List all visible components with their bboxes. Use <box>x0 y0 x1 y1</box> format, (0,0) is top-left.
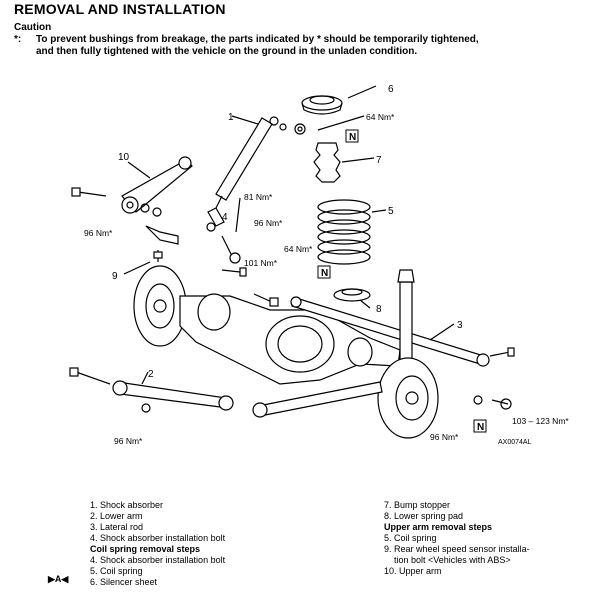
step-item: 1. Shock absorber <box>90 500 164 510</box>
step-item: 3. Lateral rod <box>90 522 144 532</box>
callout-3: 3 <box>457 320 463 331</box>
steps-section-header: Upper arm removal steps <box>384 522 493 532</box>
callout-7: 7 <box>376 155 382 166</box>
step-item: 4. Shock absorber installation bolt <box>90 533 226 543</box>
callout-9: 9 <box>112 271 118 282</box>
callout-10: 10 <box>118 152 130 163</box>
step-item: tion bolt <Vehicles with ABS> <box>384 555 511 565</box>
torque-label: 101 Nm* <box>244 258 278 268</box>
caution-text-line-1: To prevent bushings from breakage, the p… <box>36 34 479 45</box>
n-mark-3: N <box>477 422 484 433</box>
suspension-diagram: N N N 1 2 3 4 5 6 7 8 9 10 64 Nm* 81 Nm*… <box>69 84 569 446</box>
caution-label: Caution <box>14 22 52 33</box>
callout-5: 5 <box>388 206 394 217</box>
step-item: 8. Lower spring pad <box>384 511 464 521</box>
step-item: 5. Coil spring <box>384 533 437 543</box>
steps-left-column: 1. Shock absorber 2. Lower arm 3. Latera… <box>90 500 225 588</box>
step-item: 7. Bump stopper <box>384 500 451 510</box>
page-title: REMOVAL AND INSTALLATION <box>14 1 226 17</box>
caution-text-line-2: and then fully tightened with the vehicl… <box>36 46 418 57</box>
step-item: 10. Upper arm <box>384 566 442 576</box>
step-item: 6. Silencer sheet <box>90 577 158 587</box>
torque-label: 64 Nm* <box>366 112 395 122</box>
callout-2: 2 <box>148 369 154 380</box>
caution-marker: *: <box>14 34 22 45</box>
torque-label: 103 – 123 Nm* <box>512 416 569 426</box>
step-item: 2. Lower arm <box>90 511 143 521</box>
torque-label: 81 Nm* <box>244 192 273 202</box>
steps-section-header: Coil spring removal steps <box>90 544 201 554</box>
callout-1: 1 <box>228 112 234 123</box>
callout-4: 4 <box>222 212 228 223</box>
torque-label: 96 Nm* <box>254 218 283 228</box>
torque-label: 96 Nm* <box>430 432 459 442</box>
torque-label: 96 Nm* <box>114 436 143 446</box>
torque-label: 96 Nm* <box>84 228 113 238</box>
n-mark-1: N <box>349 132 356 143</box>
callout-6: 6 <box>388 84 394 95</box>
torque-label: 64 Nm* <box>284 244 313 254</box>
n-mark-2: N <box>321 268 328 279</box>
step-item: 5. Coil spring <box>90 566 143 576</box>
step-item: 9. Rear wheel speed sensor installa- <box>384 544 530 554</box>
callout-8: 8 <box>376 304 382 315</box>
steps-right-column: 7. Bump stopper 8. Lower spring pad Uppe… <box>384 500 530 577</box>
step-item: 4. Shock absorber installation bolt <box>90 555 226 565</box>
figure-code: AX0074AL <box>498 439 532 446</box>
step-marker: ▶A◀ <box>48 574 69 584</box>
